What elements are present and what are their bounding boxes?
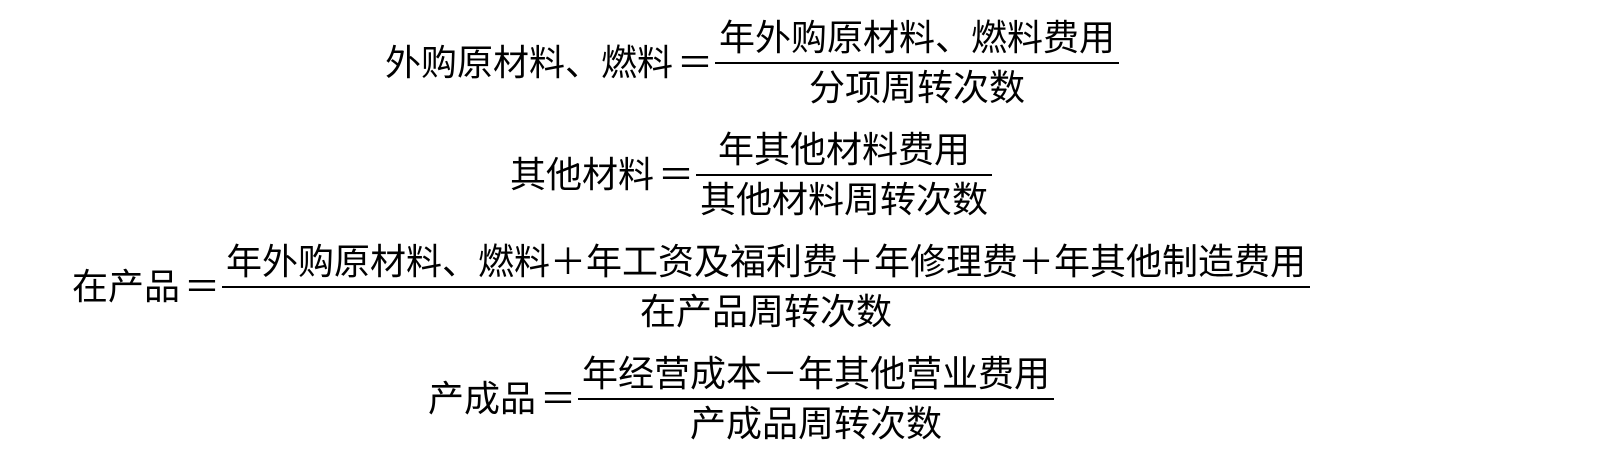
fraction-numerator: 年外购原材料、燃料费用 bbox=[719, 18, 1116, 59]
fraction-bar bbox=[578, 398, 1055, 401]
formula-lhs: 在产品 bbox=[72, 266, 181, 308]
fraction: 年外购原材料、燃料费用 分项周转次数 bbox=[715, 18, 1120, 110]
fraction: 年其他材料费用 其他材料周转次数 bbox=[696, 130, 993, 222]
fraction-bar bbox=[715, 62, 1120, 65]
formula-other-materials: 其他材料 ＝ 年其他材料费用 其他材料周转次数 bbox=[510, 130, 993, 222]
formula-lhs: 产成品 bbox=[428, 378, 537, 420]
fraction-bar bbox=[222, 286, 1311, 289]
formula-finished-goods: 产成品 ＝ 年经营成本－年其他营业费用 产成品周转次数 bbox=[428, 354, 1055, 446]
fraction-numerator: 年其他材料费用 bbox=[718, 130, 971, 171]
formula-lhs: 其他材料 bbox=[510, 154, 655, 196]
equals-sign: ＝ bbox=[540, 378, 577, 420]
fraction-numerator: 年经营成本－年其他营业费用 bbox=[582, 354, 1051, 395]
formula-lhs: 外购原材料、燃料 bbox=[385, 42, 674, 84]
formula-raw-materials: 外购原材料、燃料 ＝ 年外购原材料、燃料费用 分项周转次数 bbox=[385, 18, 1120, 110]
fraction-denominator: 其他材料周转次数 bbox=[700, 180, 989, 222]
fraction: 年经营成本－年其他营业费用 产成品周转次数 bbox=[578, 354, 1055, 446]
fraction-denominator: 产成品周转次数 bbox=[690, 404, 943, 446]
fraction-bar bbox=[696, 174, 993, 177]
formula-work-in-progress: 在产品 ＝ 年外购原材料、燃料＋年工资及福利费＋年修理费＋年其他制造费用 在产品… bbox=[72, 242, 1311, 334]
fraction-numerator: 年外购原材料、燃料＋年工资及福利费＋年修理费＋年其他制造费用 bbox=[226, 242, 1307, 283]
fraction: 年外购原材料、燃料＋年工资及福利费＋年修理费＋年其他制造费用 在产品周转次数 bbox=[222, 242, 1311, 334]
fraction-denominator: 分项周转次数 bbox=[809, 68, 1026, 110]
fraction-denominator: 在产品周转次数 bbox=[640, 292, 893, 334]
equals-sign: ＝ bbox=[677, 42, 714, 84]
equals-sign: ＝ bbox=[184, 266, 221, 308]
equals-sign: ＝ bbox=[658, 154, 695, 196]
